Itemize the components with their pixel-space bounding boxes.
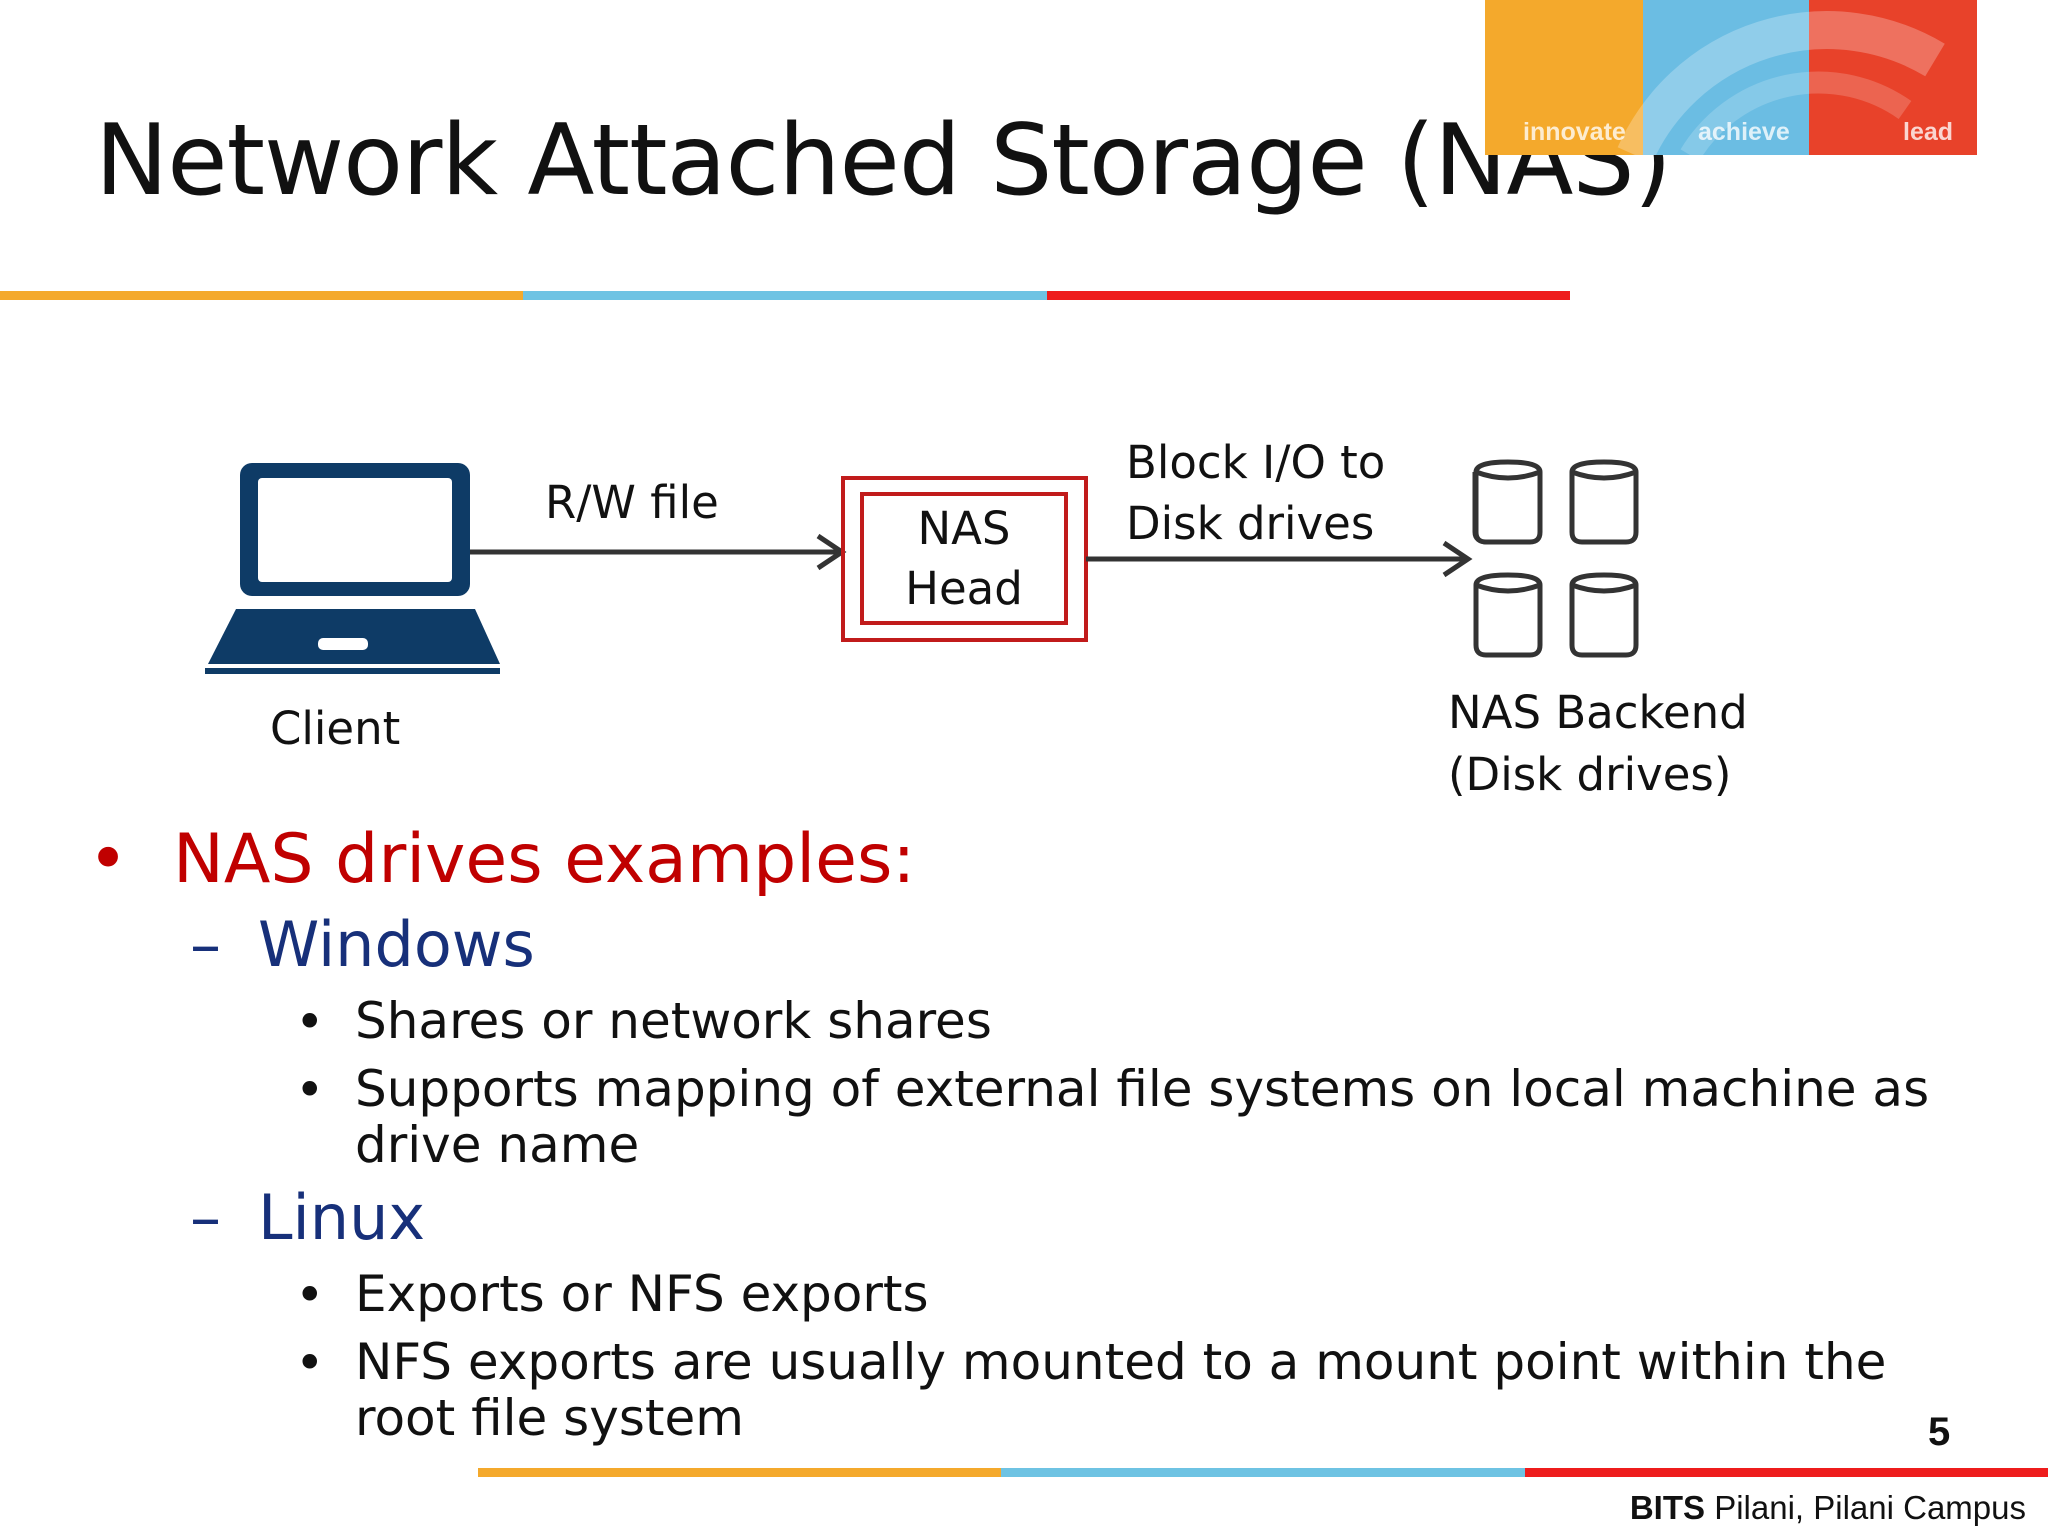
bullet-dot-icon: •	[295, 1266, 325, 1324]
logo-segment-innovate: innovate	[1485, 0, 1643, 155]
page-number: 5	[1928, 1410, 1951, 1454]
disk-drive-2-icon	[1569, 459, 1639, 545]
bullet-dot-icon: •	[295, 993, 325, 1051]
section-linux-title: Linux	[258, 1181, 426, 1254]
block-io-label-line2: Disk drives	[1126, 497, 1375, 550]
bullet-dot-icon: •	[295, 1334, 325, 1392]
disk-drive-4-icon	[1569, 572, 1639, 658]
logo-label-achieve: achieve	[1698, 118, 1790, 146]
gear-watermark-icon	[1617, 11, 1945, 155]
section-windows-title: Windows	[258, 908, 535, 981]
logo-segment-achieve: achieve	[1643, 0, 1809, 155]
nas-backend-label-line1: NAS Backend	[1448, 686, 1748, 739]
stripe-red	[1046, 291, 1570, 300]
title-divider-stripe	[0, 291, 1570, 300]
nas-examples-heading: NAS drives examples:	[173, 820, 916, 899]
nas-head-label-line2: Head	[905, 562, 1023, 615]
bullet-heading: • NAS drives examples:	[88, 820, 915, 899]
section-windows: – Windows	[190, 908, 535, 981]
bullet-dot-icon: •	[295, 1061, 325, 1119]
nas-backend-label-line2: (Disk drives)	[1448, 748, 1732, 801]
bullet-dot-icon: •	[88, 820, 129, 899]
list-item: • Supports mapping of external file syst…	[295, 1061, 1995, 1173]
client-label: Client	[270, 702, 401, 755]
slide-title: Network Attached Storage (NAS)	[95, 104, 1672, 218]
stripe-blue	[523, 291, 1047, 300]
list-item: • NFS exports are usually mounted to a m…	[295, 1334, 1995, 1446]
disk-drive-3-icon	[1473, 572, 1543, 658]
logo-segment-lead: lead	[1809, 0, 1977, 155]
stripe-blue	[1001, 1468, 1525, 1477]
nas-head-label-line1: NAS	[917, 502, 1011, 555]
logo-banner: innovate achieve lead	[1485, 0, 1977, 155]
dash-icon: –	[190, 1181, 221, 1254]
rw-file-arrow	[470, 533, 847, 571]
section-linux: – Linux	[190, 1181, 425, 1254]
block-io-arrow	[1086, 540, 1473, 578]
footer-divider-stripe	[478, 1468, 2048, 1477]
logo-label-lead: lead	[1903, 118, 1954, 146]
list-item-text: Exports or NFS exports	[355, 1265, 929, 1323]
disk-drive-1-icon	[1473, 459, 1543, 545]
list-item-text: Supports mapping of external file system…	[355, 1060, 1930, 1174]
footer-brand: BITS	[1629, 1489, 1706, 1526]
rw-file-label: R/W file	[545, 476, 719, 529]
list-item-text: Shares or network shares	[355, 992, 992, 1050]
stripe-red	[1524, 1468, 2048, 1477]
laptop-icon	[205, 463, 500, 674]
footer-campus: BITS Pilani, Pilani Campus	[1630, 1489, 2026, 1527]
stripe-orange	[478, 1468, 1002, 1477]
list-item: • Exports or NFS exports	[295, 1266, 1995, 1324]
footer-campus-text: Pilani, Pilani Campus	[1714, 1489, 2026, 1526]
stripe-orange	[0, 291, 524, 300]
dash-icon: –	[190, 908, 221, 981]
list-item: • Shares or network shares	[295, 993, 1995, 1051]
logo-label-innovate: innovate	[1523, 118, 1626, 146]
block-io-label-line1: Block I/O to	[1126, 436, 1386, 489]
list-item-text: NFS exports are usually mounted to a mou…	[355, 1333, 1887, 1447]
